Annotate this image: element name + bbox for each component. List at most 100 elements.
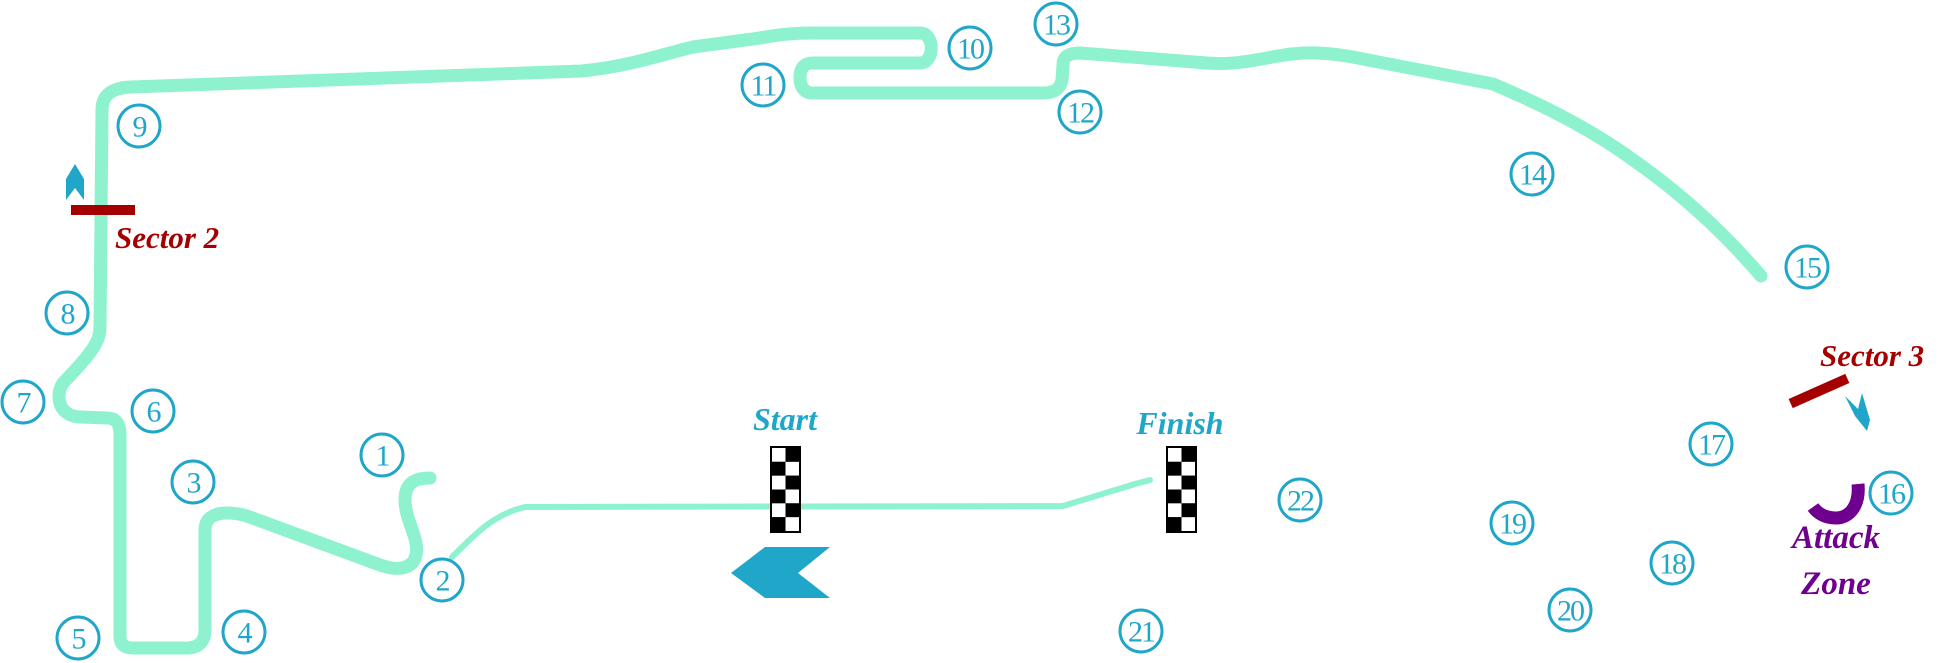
turn-number: 21 xyxy=(1128,616,1155,649)
turn-marker-circle xyxy=(1688,421,1734,467)
turn-marker-circle xyxy=(1033,1,1079,47)
turn-marker-circle xyxy=(44,290,90,336)
attack-zone-arc xyxy=(1807,483,1865,525)
turn-marker-9: 9 xyxy=(116,103,162,149)
turn-marker-circle xyxy=(221,609,267,655)
turn-marker-circle xyxy=(1784,244,1830,290)
turn-marker-circle xyxy=(1277,477,1323,523)
turn-marker-12: 12 xyxy=(1057,89,1103,135)
flag-square xyxy=(785,489,799,504)
turn-marker-10: 10 xyxy=(947,25,993,71)
flag-square xyxy=(1168,448,1182,462)
turn-number: 8 xyxy=(61,298,75,331)
turn-marker-3: 3 xyxy=(170,459,216,505)
circuit-track-north xyxy=(52,26,1768,655)
turn-marker-18: 18 xyxy=(1649,540,1695,586)
turn-marker-5: 5 xyxy=(55,615,101,661)
flag-square xyxy=(1181,461,1195,476)
turn-marker-21: 21 xyxy=(1118,608,1164,654)
flag-square xyxy=(1168,489,1182,504)
turn-marker-circle xyxy=(947,25,993,71)
flag-square xyxy=(772,517,786,531)
turn-number: 4 xyxy=(238,617,253,650)
flag-square xyxy=(1168,503,1182,518)
turn-number: 6 xyxy=(147,396,162,429)
flag-square xyxy=(1168,461,1182,476)
start-flag-icon xyxy=(770,446,801,533)
turn-marker-13: 13 xyxy=(1033,1,1079,47)
turn-number: 22 xyxy=(1287,485,1314,518)
turn-number: 10 xyxy=(957,33,984,66)
turn-marker-19: 19 xyxy=(1489,500,1535,546)
finish-label: Finish xyxy=(1135,405,1223,441)
turn-marker-7: 7 xyxy=(0,379,46,425)
turn-number: 15 xyxy=(1794,252,1821,285)
direction-arrow-icon xyxy=(66,164,84,200)
turn-marker-circle xyxy=(0,379,46,425)
flag-square xyxy=(785,475,799,490)
turn-number: 1 xyxy=(376,440,390,473)
turn-marker-11: 11 xyxy=(740,62,786,108)
turn-marker-17: 17 xyxy=(1688,421,1734,467)
direction-arrow-icon xyxy=(1845,393,1870,431)
attack-zone-label-line1: Attack xyxy=(1790,520,1880,556)
turn-number: 11 xyxy=(751,70,777,103)
turn-marker-circle xyxy=(1057,89,1103,135)
turn-marker-8: 8 xyxy=(44,290,90,336)
sector-2-label: Sector 2 xyxy=(115,220,219,255)
flag-square xyxy=(1181,503,1195,518)
flag-square xyxy=(1181,517,1195,531)
flag-square xyxy=(785,448,799,462)
turn-number: 9 xyxy=(133,111,147,144)
flag-square xyxy=(785,517,799,531)
sector-3-label: Sector 3 xyxy=(1820,338,1924,373)
start-label: Start xyxy=(753,401,818,437)
turn-number: 14 xyxy=(1519,159,1547,192)
turn-number: 19 xyxy=(1499,508,1526,541)
sector-2-marker xyxy=(71,205,135,215)
turn-marker-circle xyxy=(170,459,216,505)
turn-marker-circle xyxy=(1649,540,1695,586)
turn-marker-circle xyxy=(116,103,162,149)
direction-chevron-icon xyxy=(731,547,830,598)
turn-marker-2: 2 xyxy=(419,557,465,603)
turn-marker-circle xyxy=(1868,470,1914,516)
turn-marker-circle xyxy=(1547,587,1593,633)
turn-number: 18 xyxy=(1659,548,1686,581)
turn-marker-circle xyxy=(1489,500,1535,546)
turn-marker-circle xyxy=(1509,151,1555,197)
turn-number: 12 xyxy=(1067,97,1094,130)
flag-square xyxy=(772,489,786,504)
turn-marker-circle xyxy=(419,557,465,603)
turn-number: 16 xyxy=(1878,478,1906,511)
turn-marker-22: 22 xyxy=(1277,477,1323,523)
turn-number: 20 xyxy=(1557,595,1584,628)
flag-square xyxy=(785,461,799,476)
attack-zone-label-line2: Zone xyxy=(1800,566,1871,602)
turn-marker-circle xyxy=(130,388,176,434)
turn-marker-6: 6 xyxy=(130,388,176,434)
turn-marker-circle xyxy=(55,615,101,661)
flag-square xyxy=(1181,448,1195,462)
flag-square xyxy=(772,448,786,462)
flag-square xyxy=(772,461,786,476)
turn-marker-circle xyxy=(359,432,405,478)
flag-square xyxy=(772,503,786,518)
flag-square xyxy=(1168,475,1182,490)
turn-marker-15: 15 xyxy=(1784,244,1830,290)
flag-square xyxy=(772,475,786,490)
turn-marker-circle xyxy=(1118,608,1164,654)
turn-marker-1: 1 xyxy=(359,432,405,478)
turn-marker-20: 20 xyxy=(1547,587,1593,633)
flag-square xyxy=(1168,517,1182,531)
turn-marker-14: 14 xyxy=(1509,151,1555,197)
flag-square xyxy=(1181,489,1195,504)
turn-marker-16: 16 xyxy=(1868,470,1914,516)
turn-number: 17 xyxy=(1698,429,1726,462)
turn-number: 5 xyxy=(72,623,86,656)
finish-flag-icon xyxy=(1166,446,1197,533)
turn-number: 7 xyxy=(17,387,32,420)
turn-number: 13 xyxy=(1043,9,1070,42)
